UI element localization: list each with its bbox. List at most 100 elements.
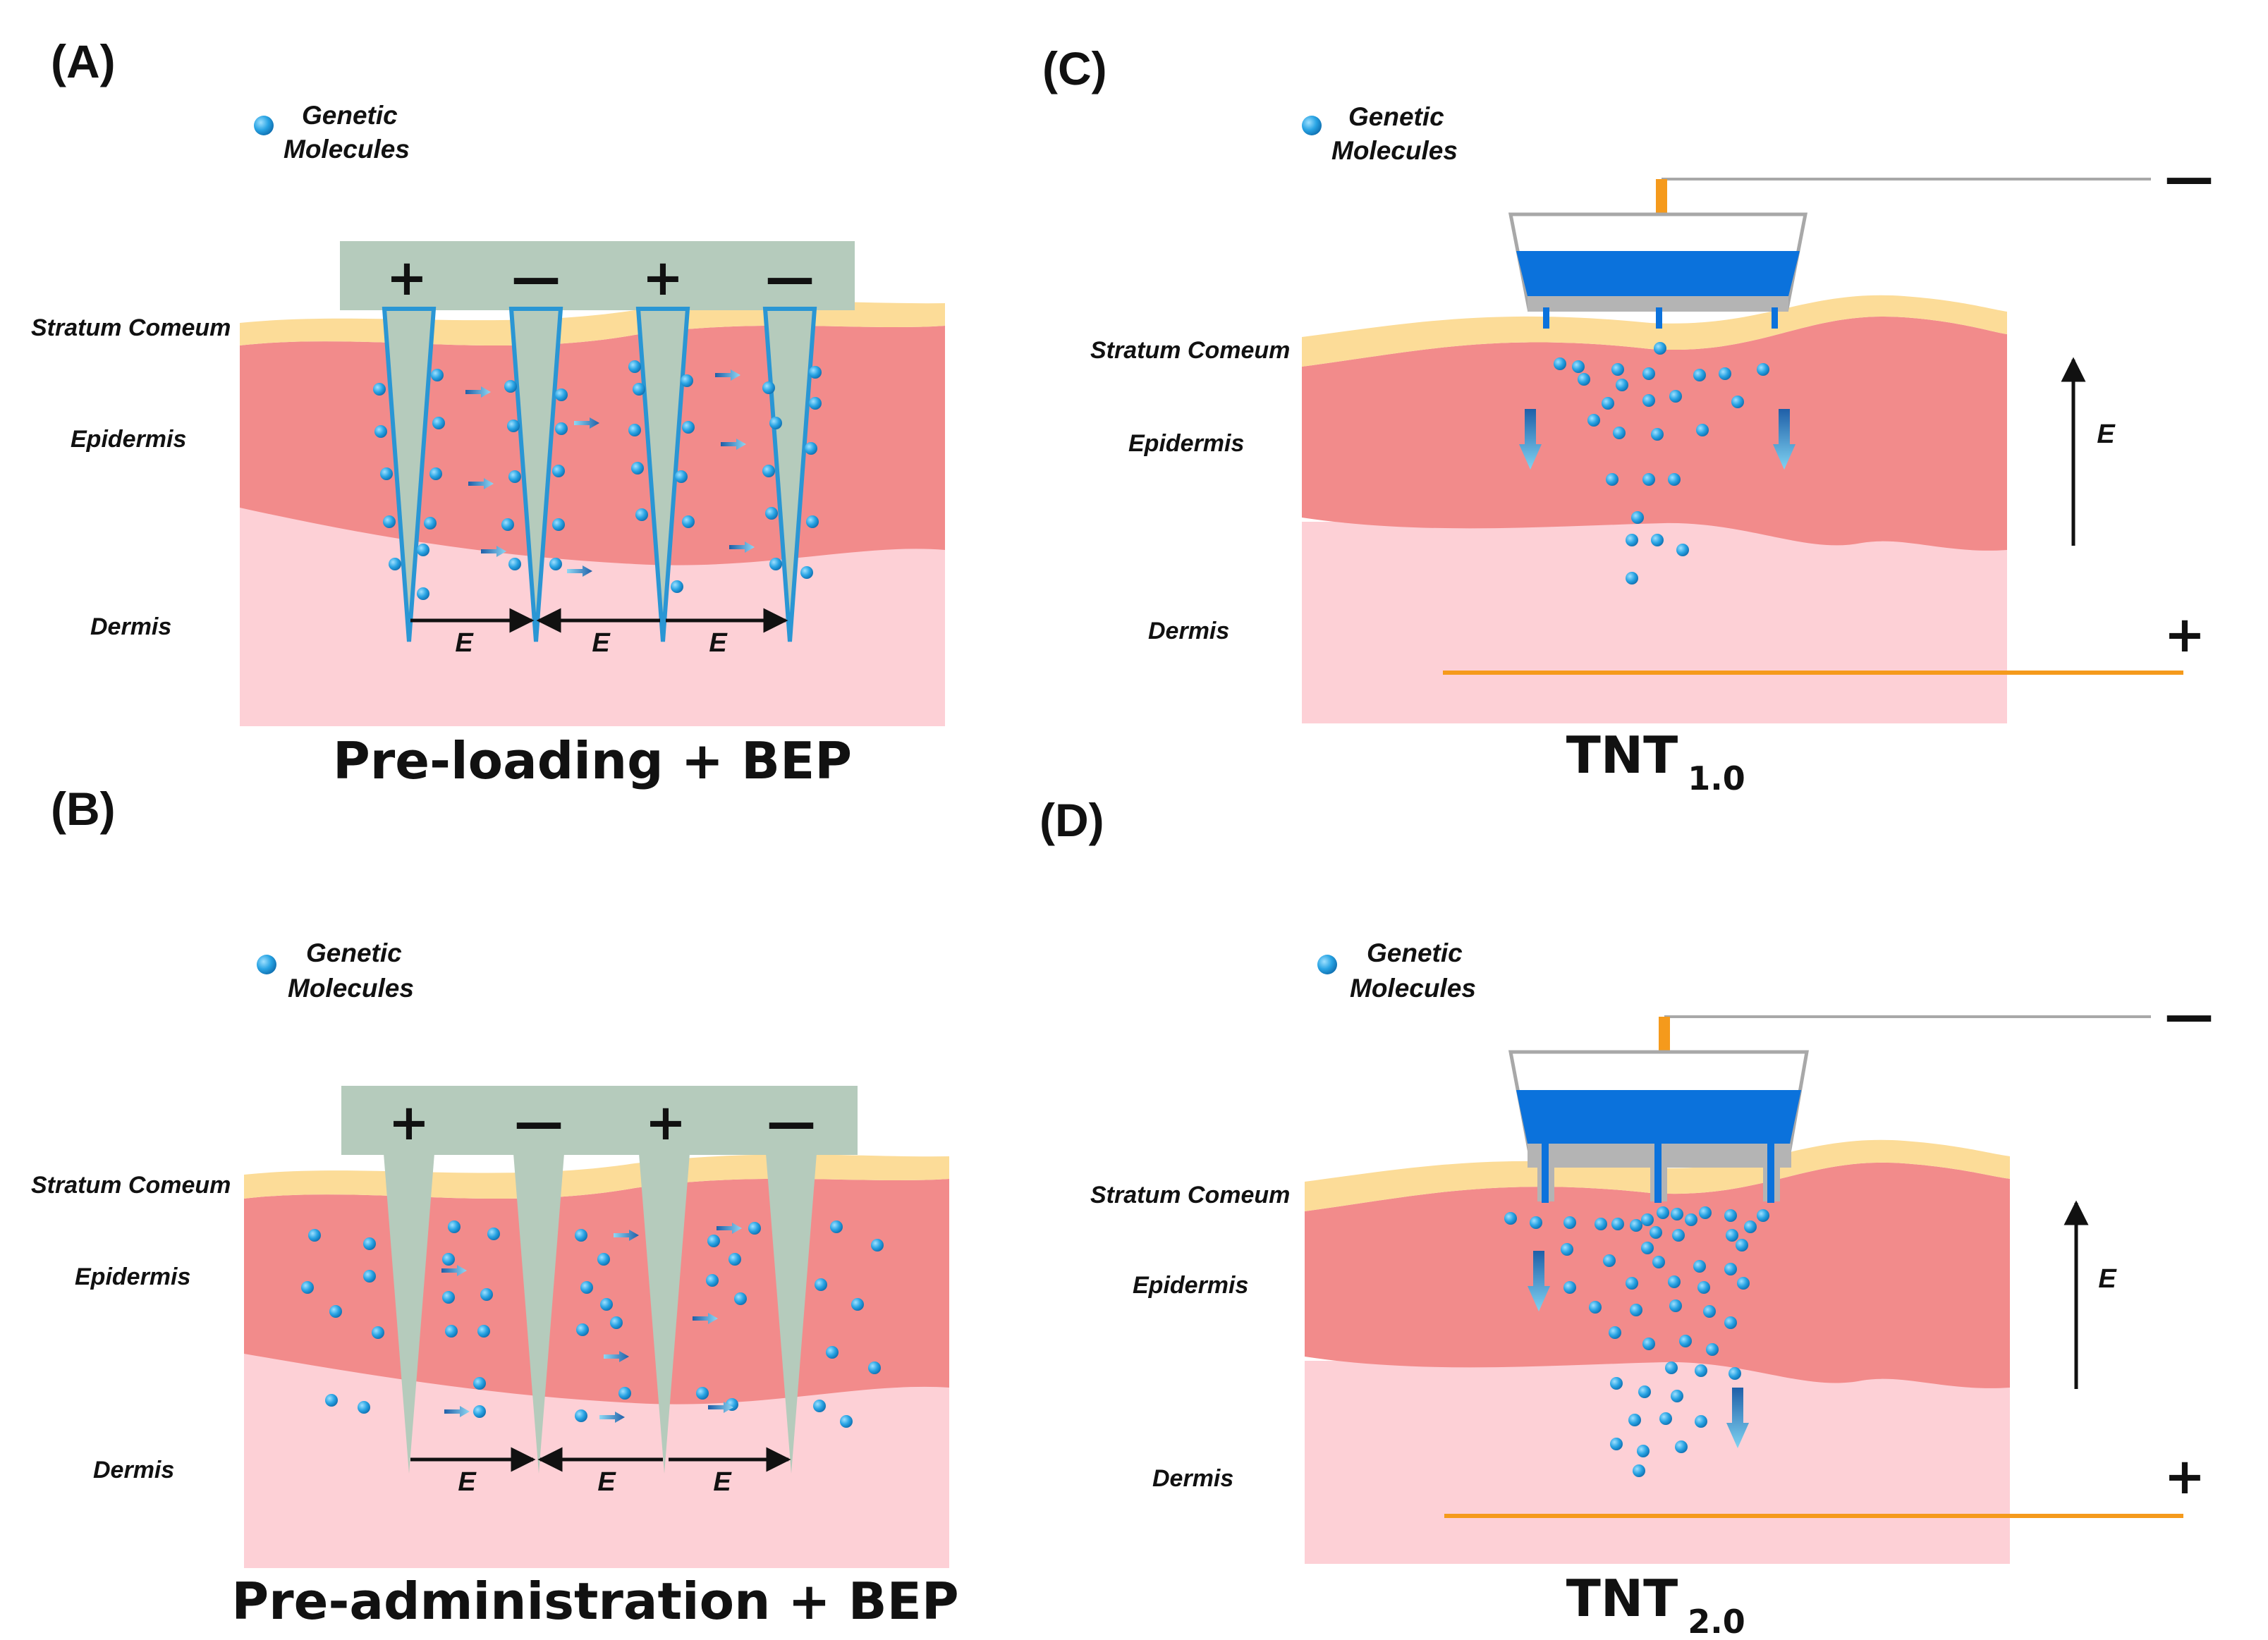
- legend-line2: Molecules: [1331, 136, 1458, 165]
- panel-d: (D) Genetic Molecules Stratum Comeum Epi…: [1040, 794, 2214, 1640]
- needle: [513, 1153, 564, 1474]
- layer-label-epidermis: Epidermis: [71, 426, 186, 453]
- genetic-molecule: [555, 422, 568, 435]
- genetic-molecule: [1693, 1260, 1706, 1273]
- genetic-molecule: [1736, 1239, 1748, 1252]
- genetic-molecule: [431, 369, 444, 381]
- electrode-sign: —: [767, 1094, 816, 1151]
- panel-tag: (D): [1040, 794, 1104, 846]
- molecule-cluster: [373, 360, 822, 600]
- genetic-molecule: [507, 420, 520, 432]
- layer-label-dermis: Dermis: [90, 613, 171, 640]
- genetic-molecule: [1642, 1338, 1655, 1350]
- genetic-molecule: [1724, 1209, 1737, 1222]
- genetic-molecule: [1672, 1229, 1685, 1242]
- genetic-molecule: [1697, 1281, 1710, 1294]
- genetic-molecule: [1652, 1256, 1665, 1268]
- genetic-molecule: [1641, 1213, 1654, 1226]
- field-label: E: [709, 628, 728, 658]
- genetic-molecule: [363, 1237, 376, 1250]
- genetic-molecule: [1665, 1361, 1678, 1374]
- genetic-molecule: [1630, 1304, 1642, 1316]
- panel-a: (A) Genetic Molecules Stratum Comeum Epi…: [31, 35, 945, 790]
- genetic-molecule: [552, 518, 565, 531]
- drift-arrow-icon: [465, 386, 491, 398]
- genetic-molecule: [762, 381, 775, 394]
- genetic-molecule: [769, 417, 782, 429]
- genetic-molecule: [806, 515, 819, 528]
- genetic-molecule: [1726, 1229, 1738, 1242]
- panel-caption: TNT: [1566, 1569, 1678, 1628]
- genetic-molecule: [448, 1220, 461, 1233]
- field-label: E: [592, 628, 611, 658]
- needle: [382, 307, 437, 642]
- panel-c: (C) Genetic Molecules Stratum Comeum Epi…: [1042, 42, 2214, 797]
- microneedle-electrode: + — + —: [341, 1086, 858, 1474]
- legend-line1: Genetic: [1348, 102, 1444, 131]
- genetic-molecule: [769, 558, 782, 570]
- genetic-molecule: [1626, 572, 1638, 585]
- genetic-molecule: [1610, 1377, 1623, 1390]
- genetic-molecule: [1611, 363, 1624, 376]
- genetic-molecule: [487, 1228, 500, 1240]
- genetic-molecule: [308, 1229, 321, 1242]
- genetic-molecule: [1606, 473, 1618, 486]
- genetic-molecule: [508, 470, 521, 483]
- electrode-sign: —: [514, 1094, 563, 1151]
- genetic-molecule: [552, 465, 565, 477]
- legend-line1: Genetic: [302, 101, 398, 130]
- electrode-sign: +: [389, 1094, 430, 1151]
- genetic-molecule: [1675, 1440, 1688, 1453]
- genetic-molecule: [1595, 1218, 1607, 1230]
- genetic-molecule: [671, 580, 683, 593]
- genetic-molecule: [473, 1377, 486, 1390]
- legend: Genetic Molecules: [254, 101, 410, 164]
- layer-label-epidermis: Epidermis: [75, 1263, 190, 1290]
- genetic-molecule: [1572, 360, 1585, 373]
- genetic-molecule: [575, 1409, 587, 1422]
- genetic-molecule: [1589, 1301, 1602, 1314]
- genetic-molecule: [575, 1229, 587, 1242]
- needle: [766, 1153, 817, 1474]
- field-indicator: E: [2063, 1200, 2117, 1389]
- genetic-molecule: [1719, 367, 1731, 380]
- genetic-molecule: [501, 518, 514, 531]
- genetic-molecule: [734, 1292, 747, 1305]
- panel-tag: (C): [1042, 42, 1107, 94]
- nanochannel: [1543, 307, 1549, 329]
- drift-arrow-icon: [604, 1351, 629, 1362]
- genetic-molecule: [1611, 1218, 1624, 1230]
- legend: Genetic Molecules: [257, 938, 414, 1003]
- molecule-dot-icon: [254, 116, 274, 135]
- nanochannel: [1542, 1144, 1549, 1203]
- genetic-molecule: [1669, 390, 1682, 403]
- needle: [762, 307, 817, 642]
- drift-arrow-icon: [567, 565, 592, 577]
- genetic-molecule: [1587, 414, 1600, 427]
- layer-label-epidermis: Epidermis: [1128, 430, 1244, 457]
- genetic-molecule: [1671, 1208, 1683, 1220]
- tnt-device: —: [1508, 986, 2214, 1203]
- genetic-molecule: [1757, 363, 1769, 376]
- needle: [508, 307, 563, 642]
- genetic-molecule: [618, 1387, 631, 1400]
- genetic-molecule: [504, 380, 517, 393]
- legend-line2: Molecules: [284, 135, 410, 164]
- genetic-molecule: [728, 1253, 741, 1266]
- nanochannel: [1772, 307, 1778, 329]
- genetic-molecule: [682, 421, 695, 434]
- genetic-molecule: [358, 1401, 370, 1414]
- genetic-molecule: [1651, 428, 1664, 441]
- genetic-molecule: [1641, 1242, 1654, 1254]
- epidermis-layer: [240, 325, 945, 565]
- genetic-molecule: [1668, 473, 1681, 486]
- field-label: E: [2097, 420, 2116, 449]
- genetic-molecule: [696, 1387, 709, 1400]
- genetic-molecule: [1679, 1335, 1692, 1347]
- genetic-molecule: [675, 470, 688, 483]
- panel-b: (B) Genetic Molecules Stratum Comeum Epi…: [31, 783, 959, 1631]
- tnt-device: —: [1508, 149, 2214, 329]
- genetic-molecule: [1703, 1305, 1716, 1318]
- dermis-layer: [1302, 522, 2007, 723]
- genetic-molecule: [417, 587, 429, 600]
